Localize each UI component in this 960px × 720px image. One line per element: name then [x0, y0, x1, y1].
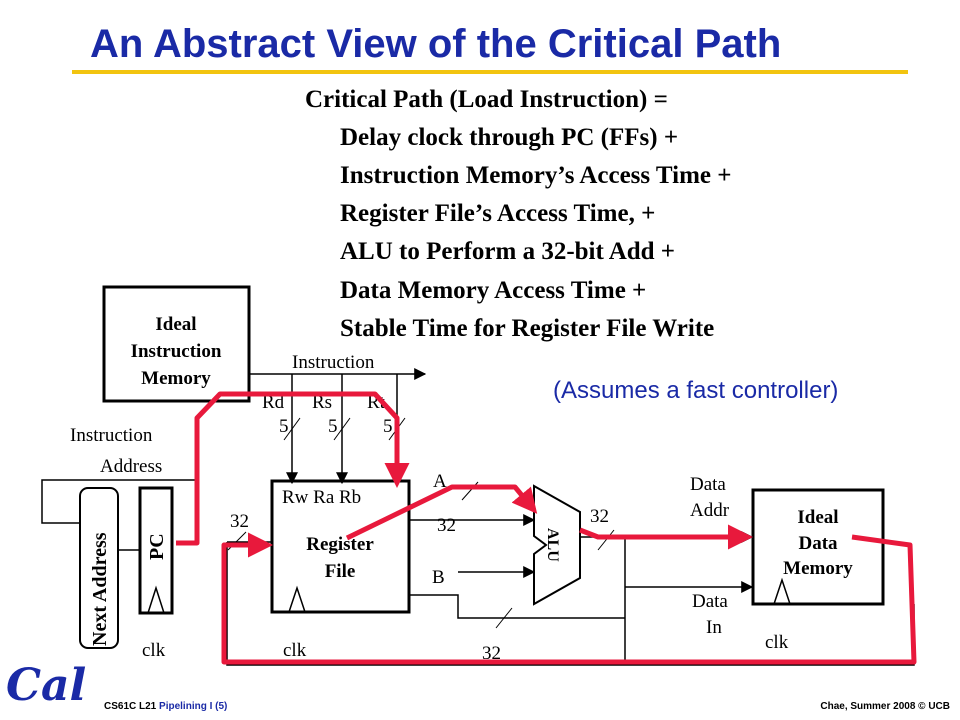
reg-write-width-label: 32	[230, 511, 249, 532]
data-memory-box	[751, 488, 885, 606]
cal-logo: Cal	[6, 660, 86, 711]
critical-path-heading: Critical Path (Load Instruction) =	[305, 86, 668, 113]
critical-path-writeback	[221, 532, 917, 665]
instr-addr-label-1: Instruction	[70, 425, 153, 446]
instr-mem-label-3: Memory	[141, 368, 211, 389]
footer-credit: Chae, Summer 2008 © UCB	[820, 701, 950, 712]
bus-a-label: A	[433, 471, 447, 492]
alu-shape	[533, 484, 581, 606]
reg-file-label-2: File	[325, 561, 356, 582]
critical-path-line-6: Stable Time for Register File Write	[340, 315, 715, 342]
footer-course-code: CS61C L21	[104, 701, 157, 712]
data-mem-clk-label: clk	[765, 632, 789, 653]
data-mem-label-3: Memory	[783, 558, 853, 579]
critical-path-line-4: ALU to Perform a 32-bit Add +	[340, 238, 676, 265]
data-addr-label-2: Addr	[690, 500, 730, 521]
reg-file-clk-label: clk	[283, 640, 307, 661]
bus-a-width-label: 32	[437, 515, 456, 536]
rs-width-label: 5	[328, 416, 338, 437]
bus-b-width-label: 32	[482, 643, 501, 664]
data-addr-label-1: Data	[690, 474, 726, 495]
alu-label: ALU	[544, 528, 561, 562]
pc-label: PC	[146, 533, 168, 560]
critical-path-mem-addr	[579, 524, 753, 550]
slide-title: An Abstract View of the Critical Path	[90, 22, 782, 66]
rd-label: Rd	[262, 392, 285, 413]
rt-width-label: 5	[383, 416, 393, 437]
reg-ports-label: Rw Ra Rb	[282, 487, 361, 508]
critical-path-line-2: Instruction Memory’s Access Time +	[340, 162, 732, 189]
critical-path-line-3: Register File’s Access Time, +	[340, 200, 656, 227]
next-address-box	[79, 487, 119, 649]
bus-b	[409, 594, 625, 619]
rs-width-tick	[333, 417, 351, 441]
critical-path-line-5: Data Memory Access Time +	[340, 277, 647, 304]
data-in-label-1: Data	[692, 591, 728, 612]
instruction-memory-box	[102, 285, 251, 403]
fast-controller-note: (Assumes a fast controller)	[553, 377, 839, 404]
instr-mem-label-1: Ideal	[155, 314, 196, 335]
critical-path-line-1: Delay clock through PC (FFs) +	[340, 124, 679, 151]
rd-width-label: 5	[279, 416, 289, 437]
next-address-feedback	[41, 479, 195, 524]
instruction-label: Instruction	[292, 352, 375, 373]
next-address-label: Next Address	[89, 532, 111, 646]
instr-mem-label-2: Instruction	[131, 341, 222, 362]
alu-result-width-tick	[597, 529, 615, 551]
title-rule	[72, 70, 908, 74]
data-in-label-2: In	[706, 617, 722, 638]
pc-clk-label: clk	[142, 640, 166, 661]
critical-path-fetch	[176, 391, 410, 546]
data-mem-label-1: Ideal	[797, 507, 838, 528]
rd-width-tick	[283, 417, 301, 441]
footer-topic: Pipelining I (5)	[159, 701, 228, 712]
data-mem-label-2: Data	[798, 533, 838, 554]
bus-b-width-tick	[495, 607, 513, 629]
rs-label: Rs	[312, 392, 332, 413]
instr-addr-label-2: Address	[100, 456, 162, 477]
reg-file-clock-triangle	[288, 585, 306, 613]
pc-clock-triangle	[147, 585, 165, 614]
bus-b-label: B	[432, 567, 445, 588]
footer-course: CS61C L21 Pipelining I (5)	[104, 701, 227, 712]
reg-file-label-1: Register	[306, 534, 374, 555]
data-mem-clock-triangle	[773, 577, 791, 605]
critical-path-alu	[345, 484, 538, 541]
alu-result-width-label: 32	[590, 506, 609, 527]
